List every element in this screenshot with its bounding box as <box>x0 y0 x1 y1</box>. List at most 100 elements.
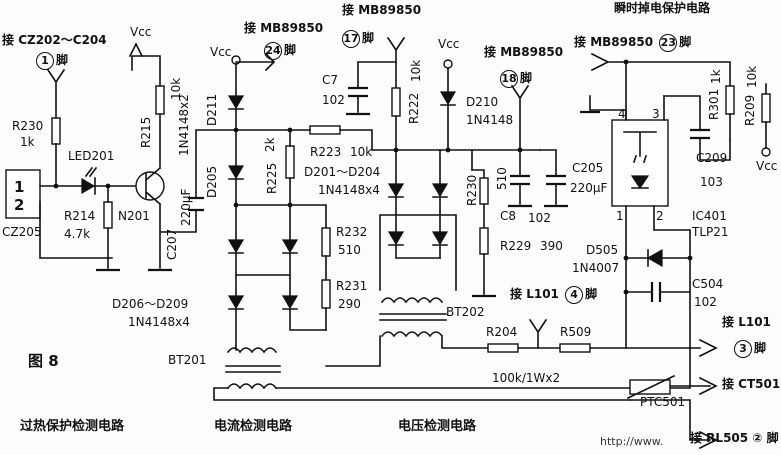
pin-suffix: 脚 <box>754 341 767 355</box>
pin-target: CZ202～C204 <box>18 33 107 47</box>
vcc-label-2: Vcc <box>210 45 232 59</box>
ic401-label: IC401 <box>692 209 727 223</box>
pin-number-badge: 3 <box>734 340 752 358</box>
current-section <box>213 52 691 401</box>
wire <box>213 387 631 401</box>
vcc-terminal-4 <box>761 147 771 157</box>
ic-pin3: 3 <box>652 107 660 121</box>
pin24-label: 接 MB89850 <box>244 22 323 34</box>
pin-suffix: 脚 <box>679 35 692 49</box>
r230b-value: 510 <box>495 167 509 190</box>
ic-pin1: 1 <box>616 209 624 223</box>
cz205-pin1: 1 <box>14 178 25 196</box>
d206-209-label: D206～D209 <box>112 297 189 311</box>
cz202-input-arrow <box>46 68 66 119</box>
pin-prefix: 接 <box>244 21 257 35</box>
c207-value: 220μF <box>179 188 193 226</box>
r301-resistor <box>725 85 735 115</box>
c207-label: C207 <box>165 228 179 260</box>
r231-value: 290 <box>338 297 361 311</box>
pin18-arrow <box>510 84 530 151</box>
watermark-text: http://www. <box>600 435 664 448</box>
instant-off-section <box>580 52 771 450</box>
r229-label: R229 <box>500 239 532 253</box>
c205-capacitor <box>546 174 566 186</box>
r232-resistor <box>321 227 331 257</box>
pin-prefix: 接 <box>2 33 15 47</box>
n201-label: N201 <box>118 209 150 223</box>
opto-led <box>630 175 650 190</box>
d209-diode <box>281 295 299 310</box>
r230a-label: R230 <box>12 119 44 133</box>
ct501-arrow <box>669 376 718 396</box>
r225-resistor <box>285 145 295 179</box>
r301-value: 1k <box>709 69 723 84</box>
r-power-label: 100k/1Wx2 <box>492 371 561 385</box>
pin17-label: 接 MB89850 <box>342 4 421 16</box>
r204-label: R204 <box>486 325 518 339</box>
pin-number-badge: 17 <box>342 30 360 48</box>
cz205-connector <box>5 169 41 219</box>
vcc-label-3: Vcc <box>438 37 460 51</box>
d210-diode <box>439 91 457 106</box>
wire <box>647 249 691 267</box>
pin-chip: MB89850 <box>500 45 564 59</box>
pin17-arrow <box>386 36 406 89</box>
ic401-value: TLP21 <box>692 225 729 239</box>
wire <box>144 166 162 206</box>
pin-prefix: 接 <box>484 45 497 59</box>
c8-label: C8 <box>500 209 517 223</box>
pin-chip: MB89850 <box>260 21 324 35</box>
wire <box>282 308 327 331</box>
r225-value: 2k <box>263 137 277 152</box>
wire <box>325 335 489 367</box>
d505-label: D505 <box>586 243 619 257</box>
c7-capacitor <box>348 86 368 98</box>
d201-diode <box>387 183 405 198</box>
r214-value: 4.7k <box>64 227 91 241</box>
c504-capacitor <box>650 282 662 302</box>
pin18-label: 接 MB89850 <box>484 46 563 58</box>
cz205-label: CZ205 <box>2 225 42 239</box>
wire <box>432 244 448 259</box>
bt202-label: BT202 <box>446 305 485 319</box>
wire <box>471 169 485 179</box>
rl505-label: 接 RL505 ② 脚 <box>690 431 779 445</box>
c504-label: C504 <box>692 277 724 291</box>
wire <box>228 108 244 167</box>
d204-diode <box>431 231 449 246</box>
r230b-label: R230 <box>465 174 479 206</box>
r215-resistor <box>155 85 165 115</box>
r231-label: R231 <box>336 279 368 293</box>
pin-suffix: 脚 <box>520 71 533 85</box>
r225-label: R225 <box>265 162 279 194</box>
pin-prefix: 接 <box>722 315 735 329</box>
r215-label: R215 <box>139 116 153 148</box>
c207-name: 1N4148x2 <box>177 94 191 156</box>
junction-dot <box>623 255 629 261</box>
l101-pin3-arrow <box>698 338 718 358</box>
r214-resistor <box>103 201 113 229</box>
d211-label: D211 <box>205 93 219 126</box>
wire <box>699 137 731 161</box>
d201-204-label: D201～D204 <box>304 165 381 179</box>
pin-number-badge: 24 <box>264 42 282 60</box>
r209-resistor <box>761 93 771 123</box>
d505-diode <box>646 248 663 268</box>
r509-label: R509 <box>560 325 592 339</box>
cz202-pin-label: 接 CZ202～C204 <box>2 34 107 46</box>
r229-resistor <box>479 227 489 255</box>
c205-label: C205 <box>572 161 604 175</box>
ic-pin2: 2 <box>656 209 664 223</box>
bt201-coil-bottom <box>226 383 278 390</box>
bt202-coil-top <box>380 297 444 304</box>
n201-transistor <box>135 171 165 201</box>
rl505-arrow <box>629 399 718 450</box>
r231-resistor <box>321 279 331 309</box>
led201-diode <box>81 177 96 195</box>
d201-204-value: 1N4148x4 <box>318 183 380 197</box>
